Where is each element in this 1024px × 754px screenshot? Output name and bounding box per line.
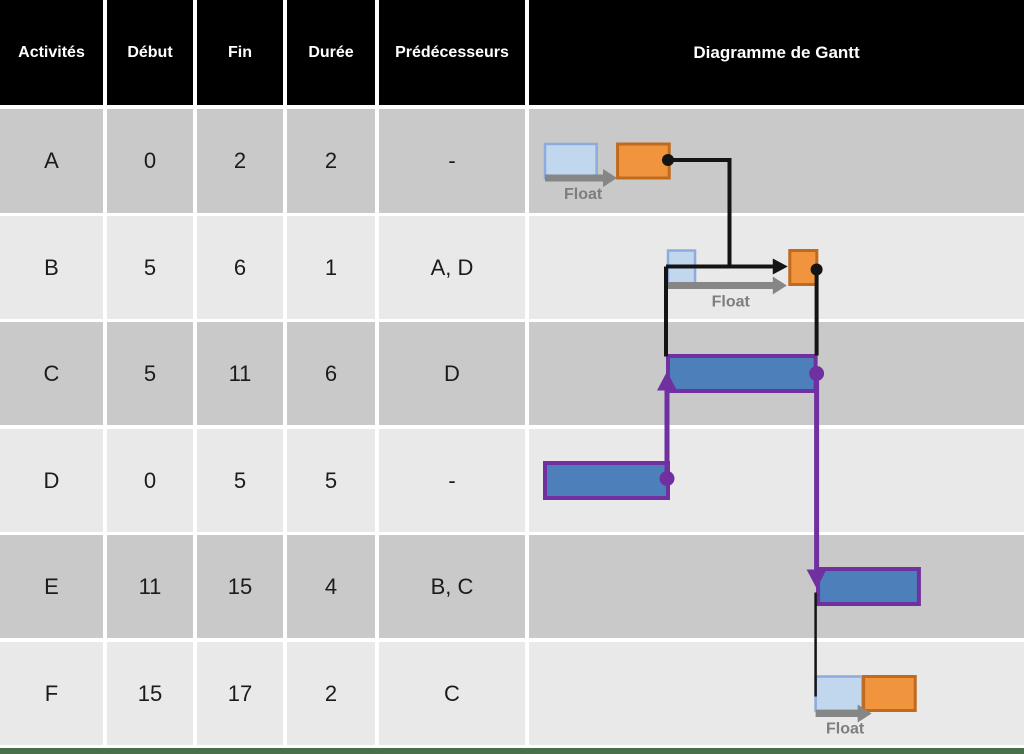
header-duree: Durée bbox=[287, 0, 375, 105]
gantt-lane-a bbox=[529, 109, 1024, 213]
cell-c-duree: 6 bbox=[287, 322, 375, 425]
cell-c-activity: C bbox=[0, 322, 103, 425]
float-label-b: Float bbox=[712, 294, 751, 311]
connector-d-to-c-arrowhead bbox=[657, 371, 677, 391]
connector-b-down-dot bbox=[810, 263, 823, 276]
connector-into-b-arrowhead bbox=[772, 258, 788, 275]
cell-c-fin: 11 bbox=[197, 322, 283, 425]
cell-b-fin: 6 bbox=[197, 216, 283, 319]
cell-b-activity: B bbox=[0, 216, 103, 319]
cell-c-debut: 5 bbox=[107, 322, 193, 425]
gantt-bar-c-critical bbox=[666, 354, 818, 393]
cell-f-fin: 17 bbox=[197, 642, 283, 745]
cell-e-fin: 15 bbox=[197, 535, 283, 638]
connector-c-to-e-dot bbox=[809, 366, 825, 381]
gantt-lane-e bbox=[529, 535, 1024, 638]
cell-b-debut: 5 bbox=[107, 216, 193, 319]
cell-a-pred: - bbox=[379, 109, 525, 213]
float-arrow-a-arrowhead bbox=[603, 169, 618, 187]
gantt-bar-a-late bbox=[616, 142, 671, 180]
gantt-bar-f-late bbox=[862, 675, 917, 712]
cell-a-activity: A bbox=[0, 109, 103, 213]
cell-e-duree: 4 bbox=[287, 535, 375, 638]
cell-a-debut: 0 bbox=[107, 109, 193, 213]
connector-d-to-c-dot bbox=[659, 471, 675, 486]
cell-f-pred: C bbox=[379, 642, 525, 745]
cell-e-debut: 11 bbox=[107, 535, 193, 638]
cell-b-duree: 1 bbox=[287, 216, 375, 319]
cell-d-debut: 0 bbox=[107, 429, 193, 532]
connector-a-to-b-dot bbox=[662, 154, 674, 166]
cell-a-fin: 2 bbox=[197, 109, 283, 213]
cell-d-activity: D bbox=[0, 429, 103, 532]
cell-d-duree: 5 bbox=[287, 429, 375, 532]
float-label-a: Float bbox=[564, 186, 603, 203]
header-predecesseurs: Prédécesseurs bbox=[379, 0, 525, 105]
cell-e-pred: B, C bbox=[379, 535, 525, 638]
cell-f-debut: 15 bbox=[107, 642, 193, 745]
cell-c-pred: D bbox=[379, 322, 525, 425]
header-activites: Activités bbox=[0, 0, 103, 105]
float-arrow-b-arrowhead bbox=[772, 276, 787, 295]
cell-d-fin: 5 bbox=[197, 429, 283, 532]
gantt-bar-a-float bbox=[543, 142, 598, 180]
cell-f-duree: 2 bbox=[287, 642, 375, 745]
float-arrow-f-arrowhead bbox=[857, 704, 872, 723]
gantt-lane-f bbox=[529, 642, 1024, 745]
bottom-green-bar bbox=[0, 748, 1024, 754]
cell-f-activity: F bbox=[0, 642, 103, 745]
connector-c-to-e-arrowhead bbox=[806, 569, 827, 589]
cell-a-duree: 2 bbox=[287, 109, 375, 213]
header-fin: Fin bbox=[197, 0, 283, 105]
cell-d-pred: - bbox=[379, 429, 525, 532]
cell-b-pred: A, D bbox=[379, 216, 525, 319]
connector-a-to-b bbox=[668, 158, 732, 265]
gantt-bar-e-critical bbox=[816, 567, 921, 606]
cell-e-activity: E bbox=[0, 535, 103, 638]
header-gantt-title: Diagramme de Gantt bbox=[529, 0, 1024, 105]
header-debut: Début bbox=[107, 0, 193, 105]
gantt-bar-d-critical bbox=[543, 461, 670, 500]
float-label-f: Float bbox=[826, 721, 865, 738]
gantt-bar-f-float bbox=[814, 675, 864, 712]
